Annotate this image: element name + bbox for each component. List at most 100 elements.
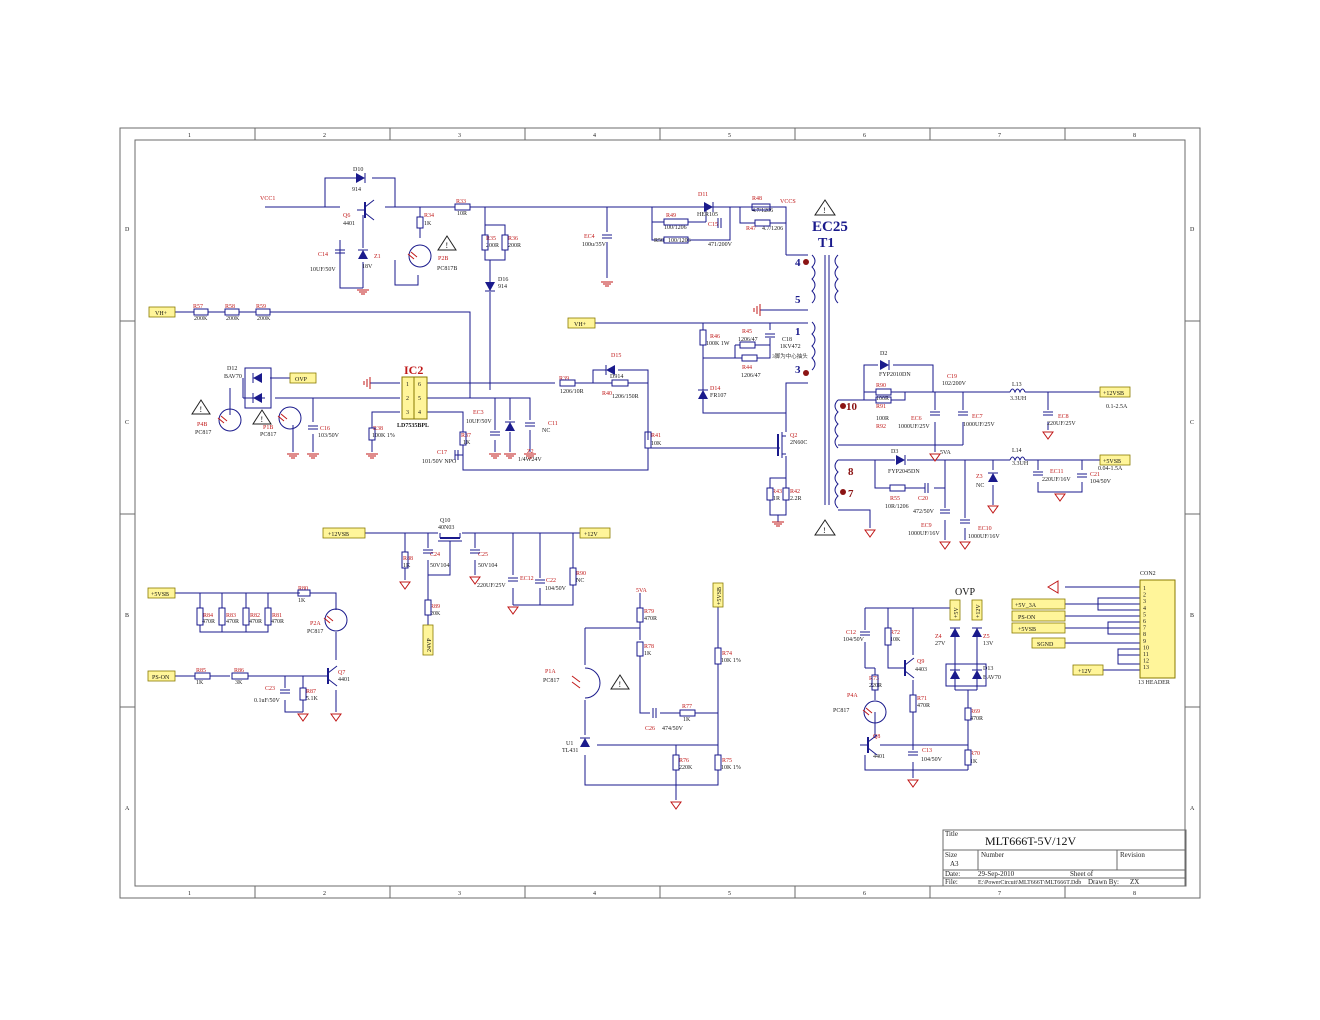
pin5: 5 [795,294,801,306]
q9-transistor-icon [897,657,915,679]
r42-resistor-icon [782,487,790,501]
port-12v-out[interactable]: +12V [579,527,611,539]
c23-capacitor-icon [280,689,290,694]
con2-pin: 12 [1143,659,1149,665]
port-5vsb-left[interactable]: +5VSB [147,587,176,599]
label-ec3v: 10UF/50V [466,419,492,425]
label-l13v: 3.3UH [1010,396,1027,402]
center-tap-note: 3脚为中心抽头 [772,352,808,360]
component-symbols: !!!! [191,173,1087,810]
label-r46v: 100K 1W [706,341,730,347]
file-value: E:\PowerCircuit\MLT666T\MLT666T.Ddb [978,880,1081,886]
label-r74v: 10K 1% [721,658,741,664]
label-d14: D14 [710,386,720,392]
inner-border [134,139,1186,887]
label-ec12v: 220UF/25V [477,583,506,589]
port-5vsb-mid[interactable]: +5VSB [712,582,724,608]
ground-icon [753,304,761,316]
label-r50v: 100/1206 [668,238,691,244]
con2-pin: 3 [1143,599,1146,605]
label-r36: R36 [508,236,518,242]
port-vh-left[interactable]: VH+ [148,306,176,318]
ic2-heading: IC2 [404,363,423,377]
column-marker-top: 4 [593,133,596,139]
label-c16: C16 [320,426,330,432]
label-c14: C14 [318,252,328,258]
svg-text:+5VSB: +5VSB [1103,459,1121,465]
pin10: 10 [846,401,858,413]
svg-text:+12VSB: +12VSB [328,532,349,538]
p2a-opto-icon [323,608,348,632]
port-5vsb-out[interactable]: +5VSB [1099,454,1131,466]
svg-text:PS-ON: PS-ON [152,675,170,681]
label-c12v: 104/50V [843,637,865,643]
con2-pin: 7 [1143,626,1146,632]
label-ec6v: 1000UF/25V [898,424,930,430]
p1a-warning-icon: ! [610,674,630,690]
label-ec7: EC7 [972,414,983,420]
label-l13: L13 [1012,382,1022,388]
con2-pin: 1 [1143,586,1146,592]
r78-resistor-icon [636,641,644,657]
row-marker-right: A [1190,806,1195,812]
port-pson-left[interactable]: PS-ON [147,670,176,682]
drawing-title: MLT666T-5V/12V [985,834,1076,848]
label-ec7v: 1000UF/25V [963,422,995,428]
ground-icon [363,377,371,389]
port-con-sgnd[interactable]: SGND [1031,637,1066,649]
p4b-opto-icon [217,408,242,432]
r44-resistor-icon [741,354,758,362]
port-12vsb-in[interactable]: +12VSB [322,527,366,539]
c20-capacitor-icon [924,483,929,493]
port-con-5vsb[interactable]: +5VSB [1011,622,1066,634]
label-r79: R79 [644,609,654,615]
label-r82v: 470R [249,619,262,625]
r71-resistor-icon [909,694,917,713]
port-5v[interactable]: +5V [949,599,961,621]
label-d3: D3 [891,449,898,455]
chassis-ground-arrow [1047,580,1059,594]
column-marker-bottom: 8 [1133,891,1136,897]
label-ec3: EC3 [473,410,484,416]
pin1: 1 [795,326,801,338]
label-r87: R87 [306,689,316,695]
z1-zener-icon [358,249,368,259]
label-r75v: 10K 1% [721,765,741,771]
label-r34v: 1K [424,221,432,227]
p4b-warning-icon: ! [191,399,211,415]
label-ec8v: 220UF/25V [1047,421,1076,427]
ground-icon [287,453,299,459]
r89-resistor-icon [424,599,432,616]
c13-capacitor-icon [908,751,918,756]
label-z2v: 1/4W24V [518,457,542,463]
wires [175,177,1140,800]
con2-pin: 10 [1143,645,1149,651]
label-c21: C21 [1090,472,1100,478]
svg-text:!: ! [619,680,622,689]
port-ovp[interactable]: OVP [289,372,317,384]
port-con-5v3a[interactable]: +5V_3A [1011,598,1066,610]
r82-resistor-icon [242,607,250,626]
c17-capacitor-icon [454,450,459,460]
ground-triangle-icon [1042,431,1054,440]
r76-resistor-icon [672,754,680,771]
port-12v-top[interactable]: +12V [971,599,983,621]
label-r87v: 5.1K [306,696,319,702]
ground-icon [601,281,613,287]
port-12vsb-out[interactable]: +12VSB [1099,386,1131,398]
label-p1b: P1B [263,425,273,431]
label-c25v: 50V104 [478,563,497,569]
svg-text:1: 1 [406,382,409,388]
t1-heading: T1 [818,236,834,251]
ground-triangle-icon [1054,493,1066,502]
port-24vp[interactable]: 24VP [422,624,434,656]
con2-pin: 4 [1143,606,1146,612]
port-con-12v[interactable]: +12V [1072,664,1104,676]
d16-diode-icon [485,282,495,292]
port-con-pson[interactable]: PS-ON [1011,610,1066,622]
dot-pin3 [803,370,809,376]
dot-pin4 [803,259,809,265]
port-vh-mid[interactable]: VH+ [567,317,596,329]
